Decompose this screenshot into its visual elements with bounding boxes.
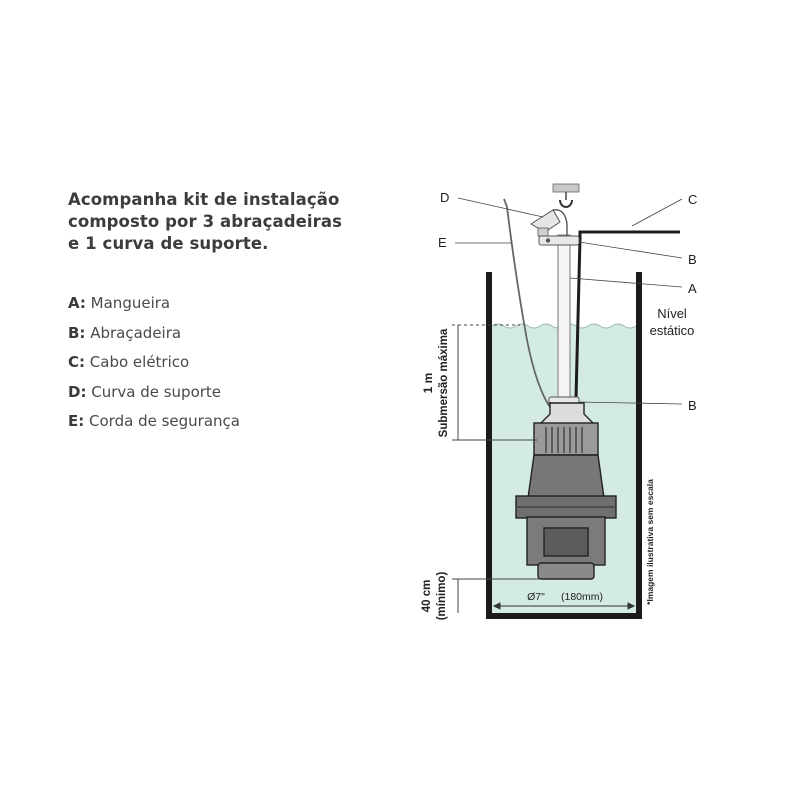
legend-item-e: E: Corda de segurança xyxy=(68,407,240,437)
scale-note: *Imagem ilustrativa sem escala xyxy=(645,479,655,605)
legend-text: Mangueira xyxy=(90,294,171,312)
well-wall-left xyxy=(486,272,492,619)
electric-cable xyxy=(574,230,680,399)
legend-item-b: B: Abraçadeira xyxy=(68,319,240,349)
support-curve xyxy=(530,209,568,237)
ceiling-hook xyxy=(552,183,580,208)
well-floor xyxy=(486,613,642,619)
submersion-value: 1 m xyxy=(421,373,435,394)
legend-text: Abraçadeira xyxy=(90,323,182,342)
legend-text: Corda de segurança xyxy=(89,412,240,430)
heading-line: composto por 3 abraçadeiras xyxy=(68,212,343,231)
legend-key: B: xyxy=(68,323,86,342)
legend-key: D: xyxy=(68,382,87,401)
well xyxy=(486,272,642,619)
pump xyxy=(515,402,617,580)
heading: Acompanha kit de instalação composto por… xyxy=(68,189,398,255)
minimum-dimension xyxy=(452,578,540,613)
label-c: C xyxy=(688,192,697,207)
leader-lines xyxy=(455,197,683,405)
legend-key: A: xyxy=(68,294,86,312)
submersion-text: Submersão máxima xyxy=(438,328,450,437)
minimum-value: 40 cm xyxy=(421,580,433,613)
clamp-top xyxy=(538,235,580,246)
diameter-symbol: Ø7" xyxy=(527,591,545,603)
label-e: E xyxy=(438,235,447,250)
label-d: D xyxy=(440,190,449,205)
static-level-line2: estático xyxy=(650,323,695,338)
well-wall-right xyxy=(636,272,642,619)
legend-key: C: xyxy=(68,353,86,371)
label-b-top: B xyxy=(688,252,697,267)
submersion-dimension xyxy=(452,324,537,441)
hose xyxy=(557,234,571,404)
legend-list: A: Mangueira B: Abraçadeira C: Cabo elét… xyxy=(68,289,240,437)
legend-text: Curva de suporte xyxy=(91,382,222,401)
legend-key: E: xyxy=(68,412,85,430)
heading-line: Acompanha kit de instalação xyxy=(68,190,340,209)
diameter-mm: (180mm) xyxy=(561,591,603,603)
safety-rope xyxy=(506,206,553,411)
heading-line: e 1 curva de suporte. xyxy=(68,234,269,253)
legend-item-a: A: Mangueira xyxy=(68,289,240,319)
static-level-line1: Nível xyxy=(657,306,687,321)
label-b-bottom: B xyxy=(688,398,697,413)
minimum-text: (mínimo) xyxy=(436,572,448,621)
legend-text: Cabo elétrico xyxy=(89,353,190,371)
legend-item-c: C: Cabo elétrico xyxy=(68,348,240,378)
diameter-arrow xyxy=(492,602,636,610)
legend-item-d: D: Curva de suporte xyxy=(68,378,240,408)
label-a: A xyxy=(688,281,697,296)
